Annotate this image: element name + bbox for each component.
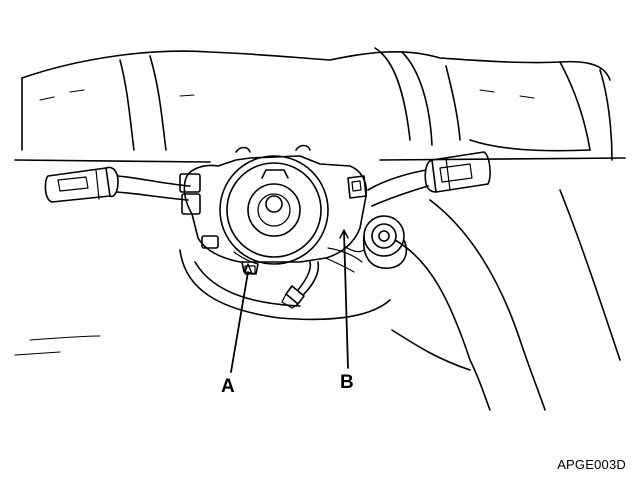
wire-harness [281,247,363,309]
leader-line-b [343,231,349,369]
right-stalk [367,151,491,207]
leader-line-a [230,271,249,373]
leader-lines [230,229,349,373]
ignition-lock [343,215,408,269]
leader-arrow-a [244,263,253,275]
callout-label-a: A [221,376,235,397]
dashboard-outline [14,47,626,163]
clock-spring [219,155,329,275]
left-stalk [44,166,191,203]
leader-arrow-b [339,229,349,239]
callout-label-b: B [340,372,354,393]
switch-housing [179,144,368,263]
column-shroud [14,189,621,411]
figure-code: APGE003D [557,457,626,472]
